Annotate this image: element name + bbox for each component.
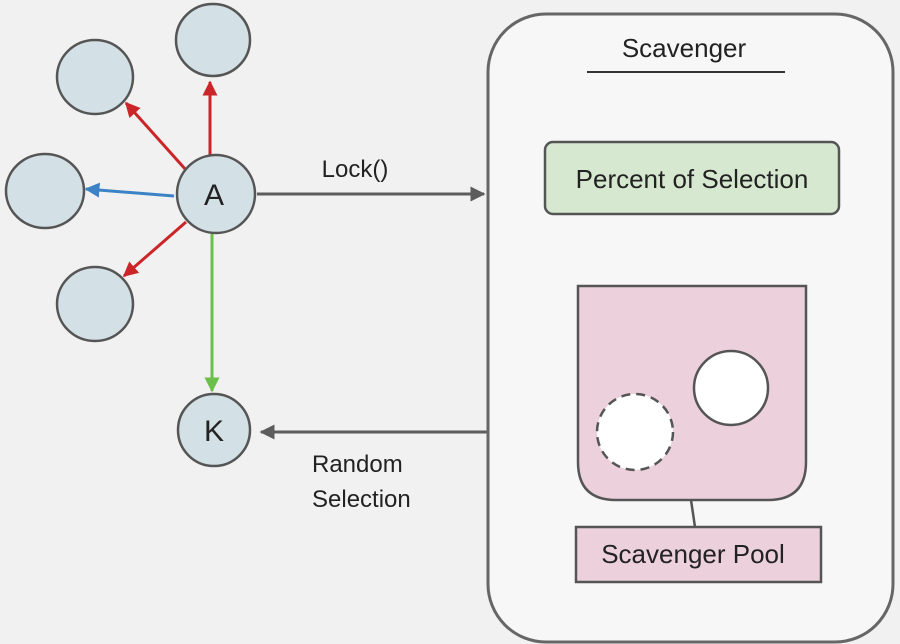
lower-left-node — [55, 265, 135, 343]
random-selection-label-line2: Selection — [312, 486, 411, 513]
pool-label-connector — [689, 499, 697, 528]
edge-a-to-lower-left-node — [122, 220, 187, 278]
scavenger-pool-label: Scavenger Pool — [601, 539, 785, 569]
pool-selected-object — [595, 392, 675, 472]
percent-of-selection-box — [543, 140, 841, 216]
edge-a-to-upper-left-node — [124, 101, 188, 172]
scavenger-title: Scavenger — [622, 33, 747, 63]
left-node — [4, 152, 86, 230]
scavenger-panel: Scavenger Percent of Selection Scavenger… — [486, 12, 895, 644]
neighbor-nodes — [4, 2, 252, 343]
node-k-label: K — [204, 415, 224, 448]
node-k-circle — [176, 392, 252, 468]
upper-left-node — [55, 38, 135, 116]
percent-of-selection-label: Percent of Selection — [576, 164, 809, 194]
edge-a-to-left-node — [84, 182, 175, 198]
scavenger-pool-container — [576, 284, 808, 502]
lock-label: Lock() — [322, 156, 389, 183]
node-k: K — [176, 392, 252, 468]
node-a: A — [175, 153, 257, 235]
top-node — [174, 2, 252, 78]
random-selection-label-line1: Random — [312, 451, 403, 478]
neighbor-edges — [84, 80, 220, 393]
pool-object — [692, 349, 770, 427]
scavenger-pool-label-box — [574, 525, 823, 584]
node-a-circle — [175, 153, 257, 235]
node-a-label: A — [204, 179, 224, 212]
